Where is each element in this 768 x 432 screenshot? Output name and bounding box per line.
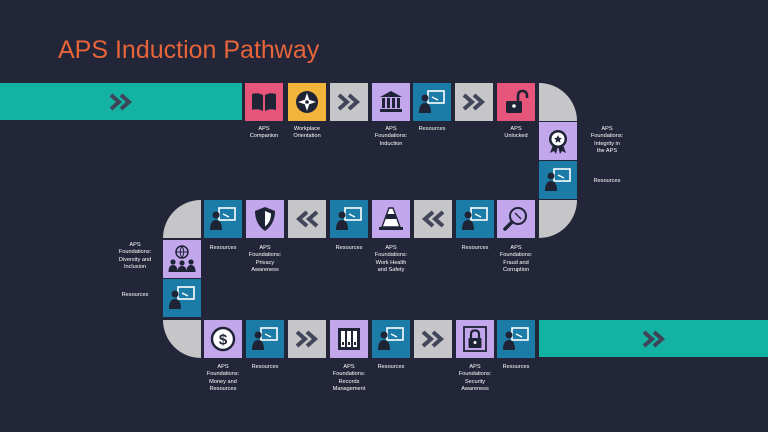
step-tile-diversity-and-inclusion[interactable] — [163, 240, 201, 278]
step-tile-workplace-orientation[interactable] — [288, 83, 326, 121]
step-tile-resources[interactable] — [163, 279, 201, 317]
step-tile-work-health-and-safety[interactable] — [372, 200, 410, 238]
arrow-tile-arrow — [414, 320, 452, 358]
arrow-tile-arrow — [330, 83, 368, 121]
end-bar — [539, 320, 768, 357]
presenter-screen-icon — [252, 327, 278, 350]
step-tile-money-and-resources[interactable]: $ — [204, 320, 242, 358]
step-tile-records-management[interactable] — [330, 320, 368, 358]
step-tile-fraud-and-corruption[interactable] — [497, 200, 535, 238]
step-label: APS Foundations: Fraud and Corruption — [499, 245, 533, 273]
step-label: Resources — [335, 245, 363, 251]
presenter-screen-icon — [503, 327, 529, 350]
step-label: APS Foundations: Privacy Awareness — [248, 245, 282, 273]
corner-mid-right — [539, 200, 577, 238]
step-tile-aps-companion[interactable] — [245, 83, 283, 121]
step-label: APS Foundations: Money and Resources — [206, 364, 240, 392]
step-label: APS Foundations: Security Awareness — [458, 364, 492, 392]
step-label: APS Unlocked — [504, 126, 528, 140]
open-book-icon — [252, 93, 276, 111]
step-label: APS Companion — [249, 126, 279, 140]
step-tile-resources[interactable] — [456, 200, 494, 238]
safety-cone-icon — [379, 207, 403, 230]
double-chevron-right-icon — [462, 93, 486, 111]
step-tile-resources[interactable] — [330, 200, 368, 238]
step-label: Resources — [251, 364, 279, 370]
step-tile-aps-unlocked[interactable] — [497, 83, 535, 121]
step-tile-resources[interactable] — [204, 200, 242, 238]
arrow-tile-arrow — [288, 200, 326, 238]
compass-icon — [296, 91, 318, 113]
step-label: APS Foundations: Integrity in the APS — [590, 126, 624, 154]
presenter-screen-icon — [545, 168, 571, 191]
step-label: Resources — [121, 292, 149, 298]
double-chevron-right-icon — [109, 93, 133, 111]
diversity-people-icon — [168, 245, 196, 272]
step-tile-privacy-awareness[interactable] — [246, 200, 284, 238]
locked-padlock-icon — [463, 326, 487, 352]
award-badge-icon — [549, 130, 567, 154]
step-tile-resources[interactable] — [413, 83, 451, 121]
step-label: APS Foundations: Records Management — [332, 364, 366, 392]
step-label: APS Foundations: Diversity and Inclusion — [118, 242, 152, 270]
step-tile-integrity-in-the-aps[interactable] — [539, 122, 577, 160]
government-building-icon — [380, 91, 402, 112]
double-chevron-right-icon — [295, 330, 319, 348]
presenter-screen-icon — [336, 207, 362, 230]
step-label: Resources — [502, 364, 530, 370]
corner-top-right — [539, 83, 577, 121]
step-label: Workplace Orientation — [293, 126, 321, 140]
step-label: Resources — [461, 245, 489, 251]
double-chevron-right-icon — [421, 330, 445, 348]
money-coin-icon: $ — [210, 326, 236, 352]
step-tile-security-awareness[interactable] — [456, 320, 494, 358]
double-chevron-left-icon — [421, 210, 445, 228]
presenter-screen-icon — [462, 207, 488, 230]
step-tile-foundations-induction[interactable] — [372, 83, 410, 121]
magnifier-icon — [503, 207, 527, 231]
step-label: Resources — [209, 245, 237, 251]
step-label: Resources — [377, 364, 405, 370]
corner-bottom-left — [163, 320, 201, 358]
filing-cabinet-icon — [338, 328, 360, 350]
arrow-tile-arrow — [414, 200, 452, 238]
arrow-tile-arrow — [455, 83, 493, 121]
step-tile-resources[interactable] — [246, 320, 284, 358]
page-title: APS Induction Pathway — [58, 36, 320, 64]
step-tile-resources[interactable] — [372, 320, 410, 358]
step-tile-resources[interactable] — [539, 161, 577, 199]
step-label: APS Foundations: Induction — [374, 126, 408, 147]
step-label: APS Foundations: Work Health and Safety — [374, 245, 408, 273]
step-label: Resources — [593, 178, 621, 184]
start-bar — [0, 83, 242, 120]
presenter-screen-icon — [419, 90, 445, 113]
step-tile-resources[interactable] — [497, 320, 535, 358]
svg-text:$: $ — [219, 332, 228, 349]
unlocked-padlock-icon — [506, 89, 529, 113]
double-chevron-left-icon — [295, 210, 319, 228]
presenter-screen-icon — [378, 327, 404, 350]
double-chevron-right-icon — [337, 93, 361, 111]
arrow-tile-arrow — [288, 320, 326, 358]
presenter-screen-icon — [169, 286, 195, 309]
step-label: Resources — [418, 126, 446, 132]
shield-icon — [255, 207, 275, 231]
double-chevron-right-icon — [642, 330, 666, 348]
corner-mid-left — [163, 200, 201, 238]
presenter-screen-icon — [210, 207, 236, 230]
